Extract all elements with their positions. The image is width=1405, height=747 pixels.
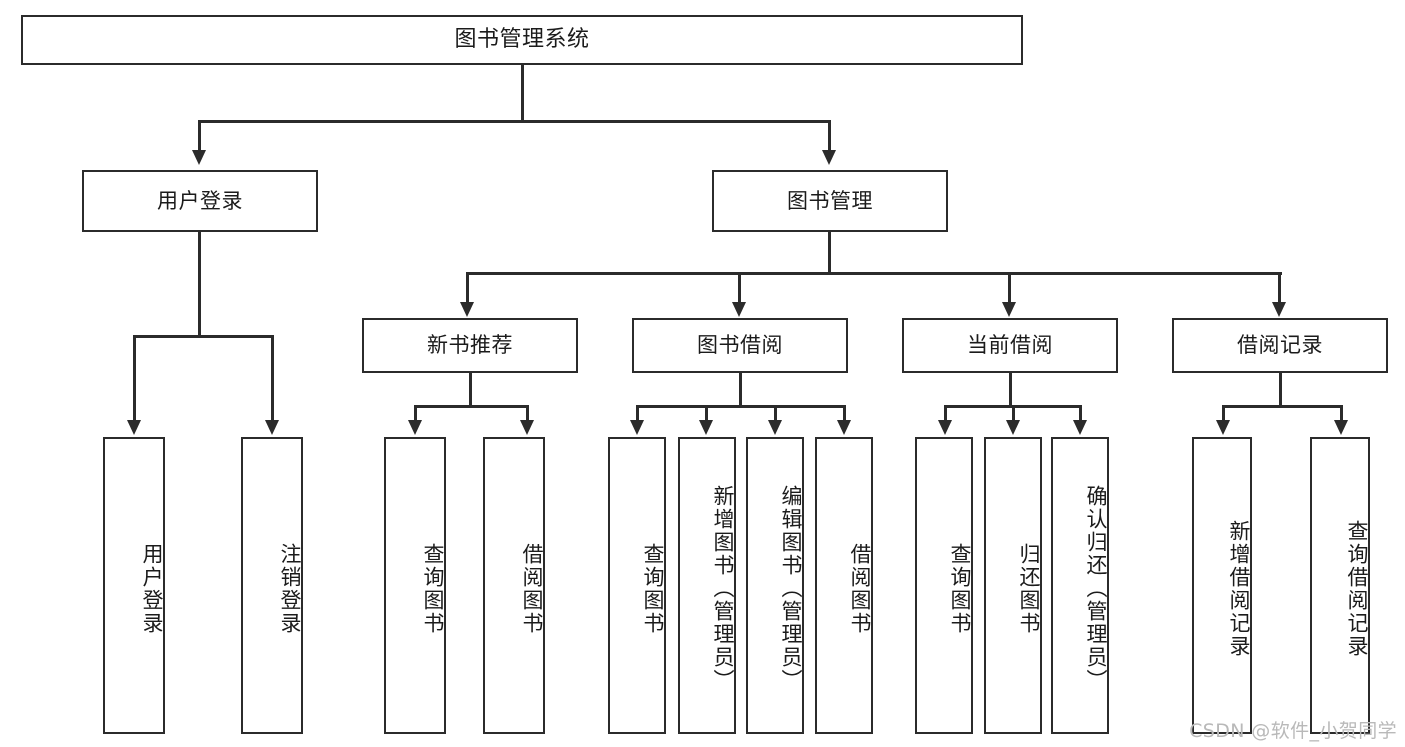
node-root-book-management-system[interactable]: 图书管理系统	[21, 15, 1023, 65]
connector-book-management-stem	[828, 232, 831, 272]
node-label: 借阅图书	[520, 542, 544, 635]
arrow-bookborrow-to-leaf-2	[699, 420, 713, 435]
connector-root-bus	[198, 120, 830, 123]
arrow-bm-to-borrow-record	[1272, 302, 1286, 317]
node-label: 当前借阅	[967, 333, 1053, 358]
node-label: 查询图书	[948, 542, 972, 635]
node-label: 用户登录	[140, 542, 164, 635]
arrow-borrowrecord-to-leaf-2	[1334, 420, 1348, 435]
connector-currentborrow-to-leaf-3	[1079, 405, 1082, 423]
arrow-currentborrow-to-leaf-3	[1073, 420, 1087, 435]
node-label: 图书管理	[787, 188, 873, 213]
arrow-root-to-user-login	[192, 150, 206, 165]
arrow-newbook-to-leaf-2	[520, 420, 534, 435]
leaf-currentborrow-return-book[interactable]: 归还图书	[984, 437, 1042, 734]
node-label: 新增图书（管理员）	[711, 485, 735, 692]
arrow-user-login-to-leaf-1	[127, 420, 141, 435]
connector-book-management-bus	[466, 272, 1282, 275]
node-user-login[interactable]: 用户登录	[82, 170, 318, 232]
node-label: 查询图书	[421, 542, 445, 635]
leaf-borrowrecord-add-record[interactable]: 新增借阅记录	[1192, 437, 1252, 734]
arrow-bookborrow-to-leaf-1	[630, 420, 644, 435]
leaf-newbook-query-book[interactable]: 查询图书	[384, 437, 446, 734]
connector-user-login-to-leaf-2	[271, 335, 274, 422]
connector-bm-to-book-borrow	[738, 272, 741, 304]
connector-user-login-bus	[133, 335, 271, 338]
connector-borrowrecord-to-leaf-1	[1222, 405, 1225, 423]
node-book-management[interactable]: 图书管理	[712, 170, 948, 232]
node-label: 编辑图书（管理员）	[779, 485, 803, 692]
connector-borrowrecord-stem	[1279, 373, 1282, 405]
arrow-root-to-book-management	[822, 150, 836, 165]
leaf-currentborrow-query-book[interactable]: 查询图书	[915, 437, 973, 734]
leaf-newbook-borrow-book[interactable]: 借阅图书	[483, 437, 545, 734]
leaf-currentborrow-confirm-return-admin[interactable]: 确认归还（管理员）	[1051, 437, 1109, 734]
node-label: 注销登录	[278, 542, 302, 635]
connector-currentborrow-to-leaf-2	[1012, 405, 1015, 423]
node-label: 借阅记录	[1237, 333, 1323, 358]
arrow-newbook-to-leaf-1	[408, 420, 422, 435]
node-label: 确认归还（管理员）	[1084, 485, 1108, 692]
node-label: 新增借阅记录	[1227, 519, 1251, 658]
arrow-currentborrow-to-leaf-1	[938, 420, 952, 435]
connector-newbook-stem	[469, 373, 472, 405]
connector-newbook-to-leaf-2	[526, 405, 529, 423]
node-borrow-record[interactable]: 借阅记录	[1172, 318, 1388, 373]
connector-bm-to-current-borrow	[1008, 272, 1011, 304]
connector-bookborrow-stem	[739, 373, 742, 405]
node-label: 新书推荐	[427, 333, 513, 358]
connector-bookborrow-to-leaf-3	[774, 405, 777, 423]
arrow-bookborrow-to-leaf-4	[837, 420, 851, 435]
node-new-book-recommend[interactable]: 新书推荐	[362, 318, 578, 373]
leaf-bookborrow-add-book-admin[interactable]: 新增图书（管理员）	[678, 437, 736, 734]
node-label: 查询图书	[641, 542, 665, 635]
node-label: 查询借阅记录	[1345, 519, 1369, 658]
node-label: 图书借阅	[697, 333, 783, 358]
leaf-bookborrow-borrow-book[interactable]: 借阅图书	[815, 437, 873, 734]
connector-root-to-book-management	[828, 120, 831, 152]
node-label: 归还图书	[1017, 542, 1041, 635]
connector-currentborrow-to-leaf-1	[944, 405, 947, 423]
connector-user-login-stem	[198, 232, 201, 335]
arrow-bm-to-new-book	[460, 302, 474, 317]
connector-bookborrow-to-leaf-4	[843, 405, 846, 423]
connector-user-login-to-leaf-1	[133, 335, 136, 422]
connector-bm-to-new-book	[466, 272, 469, 304]
arrow-currentborrow-to-leaf-2	[1006, 420, 1020, 435]
arrow-bookborrow-to-leaf-3	[768, 420, 782, 435]
connector-borrowrecord-bus	[1222, 405, 1340, 408]
leaf-borrowrecord-query-record[interactable]: 查询借阅记录	[1310, 437, 1370, 734]
connector-bm-to-borrow-record	[1278, 272, 1281, 304]
node-book-borrow[interactable]: 图书借阅	[632, 318, 848, 373]
leaf-bookborrow-edit-book-admin[interactable]: 编辑图书（管理员）	[746, 437, 804, 734]
connector-newbook-bus	[414, 405, 526, 408]
connector-root-stem	[521, 65, 524, 120]
leaf-bookborrow-query-book[interactable]: 查询图书	[608, 437, 666, 734]
connector-currentborrow-stem	[1009, 373, 1012, 405]
node-label: 图书管理系统	[454, 26, 590, 52]
connector-borrowrecord-to-leaf-2	[1340, 405, 1343, 423]
connector-newbook-to-leaf-1	[414, 405, 417, 423]
arrow-bm-to-current-borrow	[1002, 302, 1016, 317]
node-label: 借阅图书	[848, 542, 872, 635]
arrow-user-login-to-leaf-2	[265, 420, 279, 435]
connector-bookborrow-to-leaf-1	[636, 405, 639, 423]
node-label: 用户登录	[157, 188, 243, 213]
leaf-user-login-logout[interactable]: 注销登录	[241, 437, 303, 734]
node-current-borrow[interactable]: 当前借阅	[902, 318, 1118, 373]
leaf-user-login-login[interactable]: 用户登录	[103, 437, 165, 734]
connector-bookborrow-bus	[636, 405, 845, 408]
arrow-bm-to-book-borrow	[732, 302, 746, 317]
arrow-borrowrecord-to-leaf-1	[1216, 420, 1230, 435]
connector-root-to-user-login	[198, 120, 201, 152]
connector-bookborrow-to-leaf-2	[705, 405, 708, 423]
